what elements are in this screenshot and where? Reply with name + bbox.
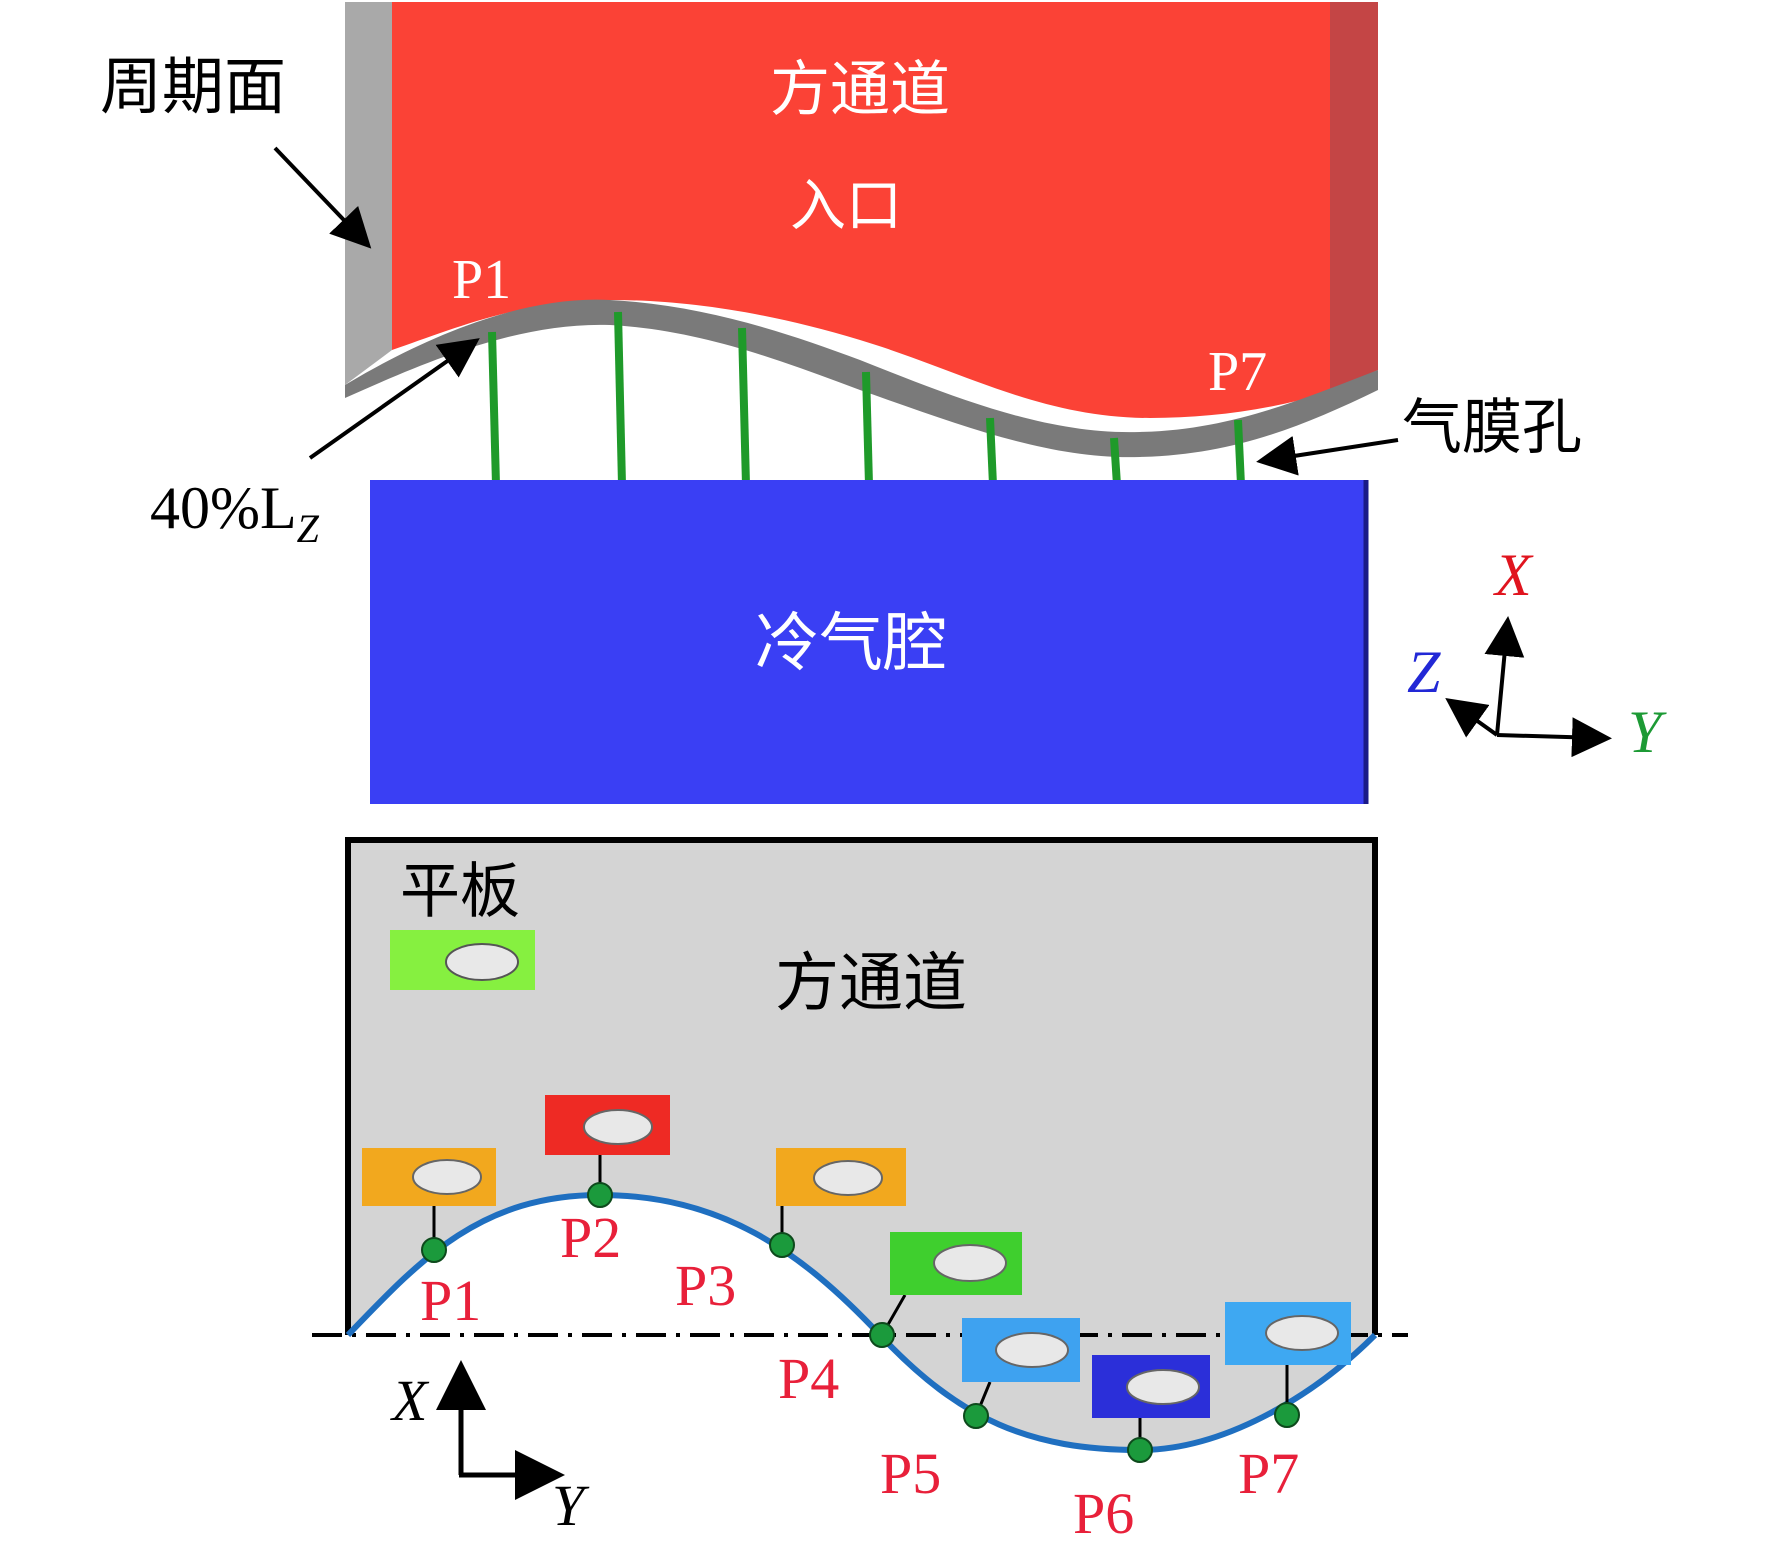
p1-hole-ellipse — [412, 1159, 482, 1195]
p6-hole-ellipse — [1126, 1369, 1200, 1405]
p3-label: P3 — [675, 1253, 736, 1318]
film-hole-1 — [488, 331, 500, 486]
film-holes — [488, 311, 1245, 486]
x-axis-3d-label: X — [1493, 542, 1534, 608]
span-position-label: 40%LZ — [150, 475, 320, 551]
film-hole-4 — [862, 371, 873, 486]
p2-hole-ellipse — [583, 1109, 653, 1145]
channel-side-face — [1330, 2, 1378, 392]
top-3d-view: 周期面 方通道 入口 P1 P7 气膜孔 40%LZ 冷气腔 X Y Z — [100, 2, 1667, 804]
y-axis-3d — [1496, 717, 1612, 758]
x-axis-2d-label: X — [390, 1368, 430, 1433]
y-axis-2d-label: Y — [552, 1473, 590, 1538]
x-axis-3d — [1484, 616, 1525, 736]
hole-p1-label: P1 — [452, 249, 511, 311]
film-hole-7 — [1234, 419, 1245, 486]
bottom-channel-label: 方通道 — [775, 947, 967, 1021]
inlet-label: 入口 — [790, 174, 902, 239]
p6-label: P6 — [1073, 1481, 1134, 1546]
p1-label: P1 — [420, 1268, 481, 1333]
bottom-2d-view: 平板 方通道 P1 P2 P3 — [312, 837, 1408, 1546]
p1-point — [421, 1237, 447, 1263]
3d-axis-triad: X Y Z — [1407, 542, 1667, 765]
span-position-sub: Z — [297, 506, 320, 551]
p3-hole-ellipse — [813, 1160, 883, 1196]
p5-point — [963, 1403, 989, 1429]
periodic-face-arrow — [273, 146, 372, 249]
main-channel-label: 方通道 — [770, 55, 950, 125]
p4-hole-ellipse — [933, 1244, 1007, 1282]
p4-point — [869, 1322, 895, 1348]
span-position-arrow — [308, 338, 480, 460]
channel-cross-section — [348, 840, 1375, 1450]
channel-body — [392, 2, 1330, 418]
p7-hole-ellipse — [1265, 1315, 1339, 1351]
wavy-wall — [345, 299, 1378, 458]
flat-plate-label: 平板 — [400, 857, 520, 927]
span-position-main: 40%L — [150, 475, 297, 541]
y-axis-3d-label: Y — [1628, 699, 1667, 765]
channel-frame — [345, 837, 1378, 1335]
p7-point — [1274, 1402, 1300, 1428]
z-axis-3d — [1445, 698, 1499, 738]
z-axis-3d-label: Z — [1407, 639, 1441, 705]
flat-plate-hole-ellipse — [445, 943, 519, 981]
film-hole-6 — [1110, 437, 1121, 486]
film-hole-2 — [614, 311, 626, 486]
p7-label: P7 — [1238, 1441, 1299, 1506]
periodic-face-label: 周期面 — [100, 50, 286, 123]
hole-p7-label: P7 — [1208, 341, 1267, 403]
film-hole-5 — [986, 417, 997, 486]
measurement-points: P1 P2 P3 P4 P5 — [362, 1095, 1351, 1546]
p3-point — [769, 1232, 795, 1258]
p2-point — [587, 1182, 613, 1208]
film-hole-label: 气膜孔 — [1402, 393, 1582, 463]
cooling-plenum — [370, 480, 1368, 804]
2d-axis-triad: X Y — [390, 1360, 590, 1538]
p5-label: P5 — [880, 1441, 941, 1506]
film-hole-3 — [738, 327, 750, 486]
p5-hole-ellipse — [995, 1332, 1069, 1368]
plenum-label: 冷气腔 — [755, 607, 947, 681]
p2-label: P2 — [560, 1205, 621, 1270]
p4-label: P4 — [778, 1346, 839, 1411]
film-hole-arrow — [1256, 435, 1399, 476]
p6-point — [1127, 1437, 1153, 1463]
flat-plate-hole — [390, 930, 535, 990]
periodic-face — [345, 2, 392, 385]
